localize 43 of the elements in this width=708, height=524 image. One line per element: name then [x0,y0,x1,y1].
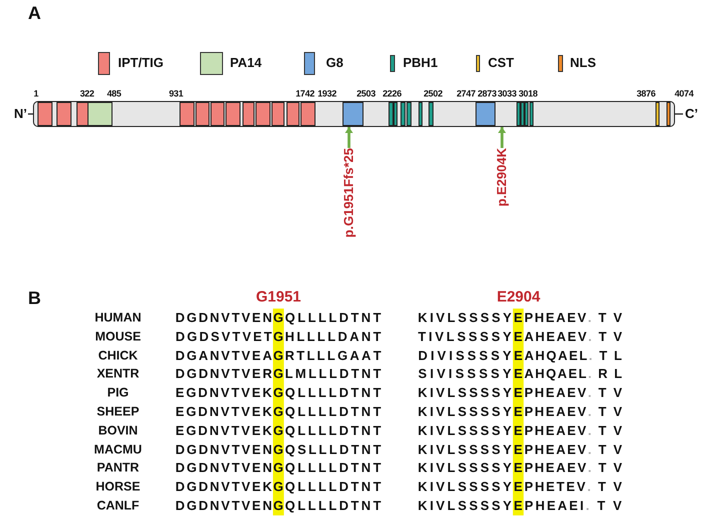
panel-label: B [28,288,41,308]
species-name: HUMAN [94,310,142,326]
species-name: MOUSE [95,329,141,344]
mutation-label: p.G1951Ffs*25 [342,148,356,238]
panel-label: A [28,3,41,23]
residue-label: E2904 [496,288,540,306]
position-number: 4074 [674,88,694,100]
legend-label: IPT/TIG [118,55,164,71]
position-number: 2503 [356,88,376,100]
species-name: BOVIN [98,423,138,438]
species-name: XENTR [96,366,140,382]
terminus-label: C’ [685,106,698,122]
species-name: MACMU [94,442,142,458]
species-name: HORSE [96,480,140,495]
species-name: PIG [107,386,129,401]
position-number: 1932 [318,88,336,100]
species-name: CANLF [96,498,140,514]
position-number: 485 [106,88,122,100]
position-number: 322 [80,88,94,100]
position-number: 3018 [518,88,538,100]
mutation-label: p.E2904K [495,148,509,207]
arrow [498,127,506,148]
species-name: PANTR [96,460,140,476]
position-number: 2226 [382,88,402,100]
position-number: 1 [34,88,38,100]
position-number: 2873 [478,88,496,100]
position-number: 3876 [636,88,656,100]
legend-label: G8 [326,55,344,71]
legend-label: PBH1 [403,55,438,71]
position-number: 931 [168,88,184,100]
legend-label: PA14 [230,55,262,71]
species-name: CHICK [98,348,138,364]
residue-label: G1951 [256,288,302,306]
arrow [345,127,353,148]
terminus-label: N’ [14,106,27,122]
species-name: SHEEP [96,404,140,420]
protein-bar [33,101,675,127]
legend-label: NLS [570,55,596,71]
legend-label: CST [488,55,514,71]
position-number: 2502 [424,88,442,100]
position-number: 1742 [296,88,314,100]
position-number: 3033 [498,88,516,100]
position-number: 2747 [456,88,476,100]
